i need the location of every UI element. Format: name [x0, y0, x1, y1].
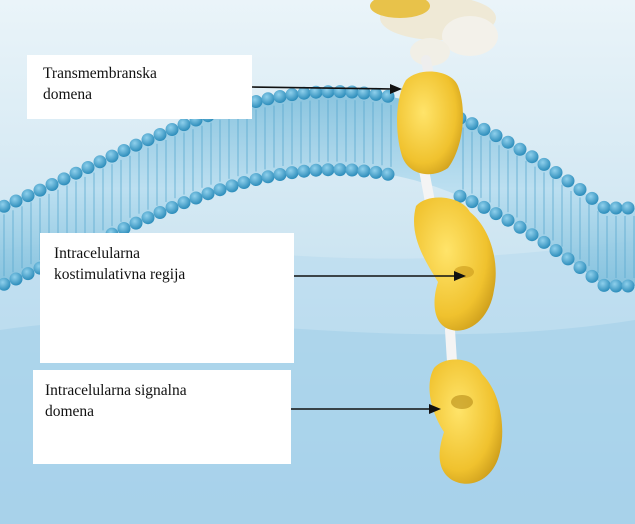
lipid-head: [310, 164, 323, 177]
lipid-head: [550, 166, 563, 179]
lipid-head: [22, 189, 35, 202]
lipid-head: [502, 136, 515, 149]
lipid-head: [490, 207, 503, 220]
lipid-head: [334, 85, 347, 98]
lipid-head: [622, 202, 635, 215]
label-line: Intracelularna signalna: [45, 380, 291, 401]
lipid-head: [370, 166, 383, 179]
lipid-head: [298, 87, 311, 100]
lipid-head: [262, 92, 275, 105]
lipid-head: [142, 133, 155, 146]
lipid-head: [526, 228, 539, 241]
protein-shadow: [451, 395, 473, 409]
lipid-head: [346, 164, 359, 177]
lipid-head: [178, 118, 191, 131]
lipid-head: [466, 117, 479, 130]
label-line: Intracelularna: [54, 243, 294, 264]
lipid-head: [286, 88, 299, 101]
label-costimulatory-region: Intracelularna kostimulativna regija: [40, 233, 294, 363]
lipid-head: [586, 192, 599, 205]
lipid-head: [526, 150, 539, 163]
lipid-head: [346, 86, 359, 99]
lipid-head: [562, 252, 575, 265]
lipid-head: [514, 221, 527, 234]
lipid-head: [142, 211, 155, 224]
lipid-head: [130, 139, 143, 152]
lipid-head: [466, 195, 479, 208]
lipid-head: [334, 163, 347, 176]
lipid-head: [82, 161, 95, 174]
lipid-head: [46, 178, 59, 191]
lipid-head: [274, 90, 287, 103]
lipid-head: [178, 196, 191, 209]
lipid-head: [262, 170, 275, 183]
lipid-head: [574, 261, 587, 274]
lipid-head: [598, 201, 611, 214]
lipid-head: [586, 270, 599, 283]
label-line: Transmembranska: [43, 63, 252, 84]
transmembrane-domain: [397, 71, 463, 174]
lipid-head: [514, 143, 527, 156]
lipid-head: [490, 129, 503, 142]
lipid-head: [238, 176, 251, 189]
lipid-head: [166, 123, 179, 136]
lipid-head: [226, 179, 239, 192]
lipid-head: [10, 273, 23, 286]
lipid-head: [250, 173, 263, 186]
lipid-head: [214, 183, 227, 196]
lipid-head: [70, 167, 83, 180]
lipid-head: [286, 166, 299, 179]
lipid-head: [106, 150, 119, 163]
lipid-head: [538, 158, 551, 171]
linker: [424, 170, 430, 202]
lipid-head: [58, 172, 71, 185]
lipid-head: [562, 174, 575, 187]
lipid-head: [610, 202, 623, 215]
lipid-head: [10, 195, 23, 208]
label-line: domena: [43, 84, 252, 105]
lipid-head: [574, 183, 587, 196]
lipid-head: [370, 88, 383, 101]
lipid-head: [190, 192, 203, 205]
lipid-head: [610, 280, 623, 293]
linker: [450, 330, 452, 362]
lipid-head: [622, 280, 635, 293]
lipid-head: [550, 244, 563, 257]
lipid-head: [478, 123, 491, 136]
label-line: domena: [45, 401, 291, 422]
lipid-head: [538, 236, 551, 249]
lipid-head: [478, 201, 491, 214]
lipid-head: [358, 165, 371, 178]
lipid-head: [502, 214, 515, 227]
lipid-head: [322, 85, 335, 98]
lipid-head: [382, 168, 395, 181]
lipid-head: [154, 128, 167, 141]
lipid-head: [94, 155, 107, 168]
lipid-head: [298, 165, 311, 178]
extracellular-domain: [442, 16, 498, 56]
lipid-head: [34, 184, 47, 197]
lipid-head: [598, 279, 611, 292]
lipid-head: [202, 187, 215, 200]
lipid-head: [130, 217, 143, 230]
label-transmembrane-domain: Transmembranska domena: [27, 55, 252, 119]
label-line: kostimulativna regija: [54, 264, 294, 285]
lipid-head: [118, 144, 131, 157]
label-signaling-domain: Intracelularna signalna domena: [33, 370, 291, 464]
lipid-head: [322, 163, 335, 176]
lipid-head: [274, 168, 287, 181]
lipid-head: [166, 201, 179, 214]
lipid-head: [154, 206, 167, 219]
lipid-head: [22, 267, 35, 280]
